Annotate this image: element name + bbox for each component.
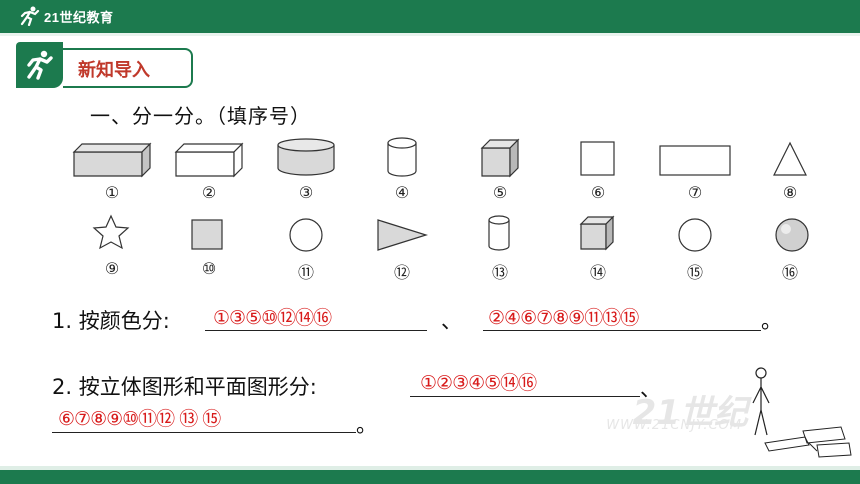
shape-5-cube bbox=[480, 138, 520, 178]
question-1-blank-a[interactable] bbox=[205, 330, 427, 331]
shape-label: ⑥ bbox=[590, 183, 606, 202]
question-1-prompt: 1. 按颜色分: bbox=[52, 309, 170, 333]
runner-logo-icon bbox=[20, 6, 40, 26]
header-divider bbox=[0, 33, 860, 36]
shape-label: ① bbox=[104, 183, 120, 202]
section-badge bbox=[16, 42, 63, 88]
question-2-answer-a: ①②③④⑤⑭⑯ bbox=[420, 372, 537, 394]
shape-6-square bbox=[580, 141, 615, 176]
shape-label: ⑩ bbox=[201, 259, 217, 278]
shape-label: ⑧ bbox=[782, 183, 798, 202]
shape-10-square bbox=[191, 219, 223, 250]
question-1-answer-a: ①③⑤⑩⑫⑭⑯ bbox=[213, 307, 332, 329]
stick-figure-illustration bbox=[752, 367, 852, 458]
footer-divider bbox=[0, 466, 860, 470]
shape-15-circle bbox=[678, 218, 712, 252]
shape-label: ⑨ bbox=[104, 259, 120, 278]
runner-icon bbox=[27, 50, 53, 80]
shape-13-cylinder bbox=[488, 215, 510, 251]
shape-label: ② bbox=[201, 183, 217, 202]
question-1-blank-b[interactable] bbox=[483, 330, 761, 331]
shape-label: ⑫ bbox=[393, 263, 410, 282]
instruction-text: 一、分一分。（填序号） bbox=[90, 104, 311, 128]
section-title: 新知导入 bbox=[78, 60, 150, 81]
shape-4-cylinder bbox=[387, 137, 417, 177]
shape-label: ⑯ bbox=[781, 263, 798, 282]
question-1-separator: 、 bbox=[441, 309, 462, 333]
watermark-url: WWW.21CNJY.COM bbox=[606, 418, 742, 433]
shape-11-circle bbox=[289, 218, 323, 252]
shape-9-star bbox=[92, 214, 130, 250]
shape-label: ⑤ bbox=[492, 183, 508, 202]
shape-label: ⑪ bbox=[297, 263, 314, 282]
question-2-prompt: 2. 按立体图形和平面图形分: bbox=[52, 375, 317, 399]
question-1-end: 。 bbox=[761, 309, 782, 333]
shape-14-cube bbox=[579, 215, 615, 251]
shape-label: ⑮ bbox=[686, 263, 703, 282]
shape-12-triangle bbox=[377, 219, 429, 251]
shape-1-cuboid bbox=[72, 142, 152, 178]
question-1-answer-b: ②④⑥⑦⑧⑨⑪⑬⑮ bbox=[488, 307, 639, 329]
brand-logo: 21世纪教育 bbox=[18, 5, 113, 27]
question-2-separator: 、 bbox=[640, 377, 661, 401]
watermark-logo: 21世纪 bbox=[632, 393, 748, 433]
shape-16-sphere bbox=[775, 218, 809, 252]
shape-3-cylinder bbox=[277, 138, 335, 176]
top-header-bar: 21世纪教育 bbox=[0, 0, 860, 33]
shape-label: ⑬ bbox=[491, 263, 508, 282]
question-2-end: 。 bbox=[356, 413, 377, 437]
shape-label: ⑦ bbox=[687, 183, 703, 202]
shape-8-triangle bbox=[773, 141, 807, 176]
question-2-answer-b: ⑥⑦⑧⑨⑩⑪⑫ ⑬ ⑮ bbox=[58, 408, 221, 430]
footer-bar bbox=[0, 470, 860, 484]
question-2-blank-b[interactable] bbox=[52, 432, 356, 433]
shape-label: ⑭ bbox=[589, 263, 606, 282]
shape-label: ③ bbox=[298, 183, 314, 202]
section-title-box: 新知导入 bbox=[63, 48, 193, 88]
shape-2-cuboid bbox=[174, 142, 244, 178]
question-2-blank-a[interactable] bbox=[410, 396, 640, 397]
shape-label: ④ bbox=[394, 183, 410, 202]
shapes-canvas bbox=[72, 137, 809, 252]
shape-7-rectangle bbox=[659, 145, 731, 176]
brand-name: 21世纪教育 bbox=[44, 9, 114, 25]
